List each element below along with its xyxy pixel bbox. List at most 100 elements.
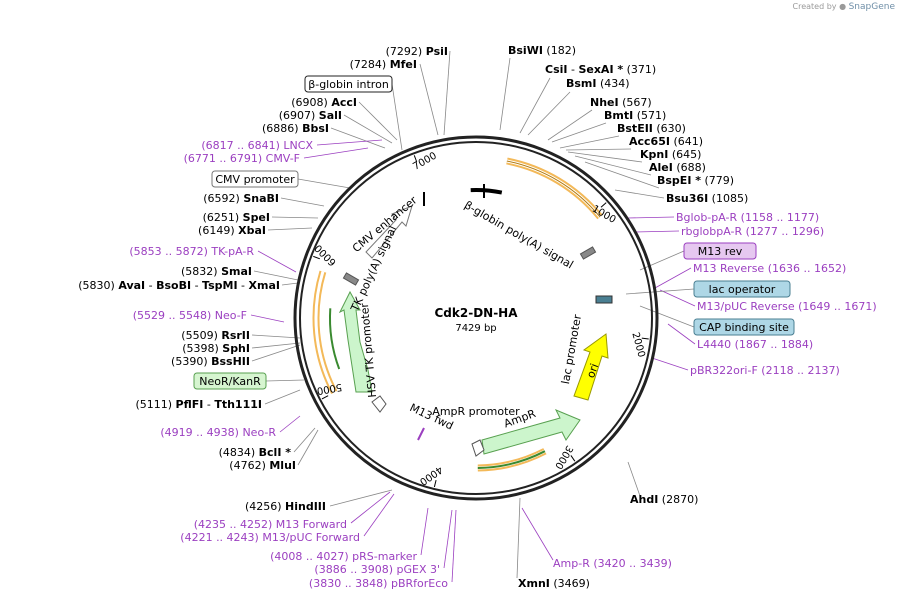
- primer-range: (5853 .. 5872): [129, 245, 208, 258]
- leader-line: [639, 250, 685, 271]
- leader-line: [251, 334, 301, 339]
- feature-label-box: [693, 318, 795, 336]
- enzyme-name: BsmI: [566, 77, 597, 90]
- primer-range: (1158 .. 1177): [741, 211, 820, 224]
- leader-line: [281, 282, 299, 286]
- primer-name: L4440: [697, 338, 731, 351]
- enzyme-label: BsiWI (182): [508, 44, 576, 57]
- leader-line: [297, 178, 351, 189]
- enzyme-position: (4834): [219, 446, 259, 459]
- plasmid-backbone: [293, 135, 659, 501]
- leader-line: [559, 135, 620, 149]
- leader-line: [251, 342, 301, 349]
- primer-range: (1867 .. 1884): [735, 338, 814, 351]
- enzyme-name: AvaI: [118, 279, 145, 292]
- primer-label: (3830 .. 3848) pBRforEco: [309, 577, 448, 590]
- primer-range: (1636 .. 1652): [768, 262, 847, 275]
- primer-leader-line: [627, 216, 675, 219]
- primer-leader-line: [303, 147, 369, 159]
- leader-line: [519, 77, 551, 134]
- orf-arc-left: [314, 271, 336, 394]
- leader-line: [625, 288, 695, 295]
- primer-range: (4919 .. 4938): [160, 426, 239, 439]
- leader-lines: [250, 50, 696, 583]
- primer-label: (4919 .. 4938) Neo-R: [160, 426, 276, 439]
- enzyme-label: (6251) SpeI: [203, 211, 270, 224]
- enzyme-label: Bsu36I (1085): [666, 192, 748, 205]
- feature-label-box: [304, 75, 393, 93]
- inner-feature-label: ori: [584, 362, 601, 380]
- enzyme-label: BsmI (434): [566, 77, 630, 90]
- leader-line: [639, 305, 695, 328]
- primer-label: (3886 .. 3908) pGEX 3': [314, 563, 440, 576]
- enzyme-label: (5398) SphI: [182, 342, 250, 355]
- enzyme-position: (688): [673, 161, 706, 174]
- enzyme-label: (5111) PflFI - Tth111I: [135, 398, 262, 411]
- feature-label: NeoR/KanR: [199, 375, 261, 388]
- m13-fwd-mark: [417, 427, 425, 441]
- enzyme-position: (5390): [171, 355, 211, 368]
- enzyme-name: MluI: [269, 459, 296, 472]
- inner-feature-label: lac promoter: [559, 313, 584, 385]
- tick-label: 6000: [313, 242, 339, 268]
- primer-leader-line: [420, 507, 429, 556]
- leader-line: [627, 461, 641, 497]
- primer-range: (1277 .. 1296): [746, 225, 825, 238]
- enzyme-label: AleI (688): [649, 161, 706, 174]
- enzyme-position: (434): [597, 77, 630, 90]
- enzyme-position: (630): [653, 122, 686, 135]
- tick-label: 4000: [417, 463, 444, 487]
- tick-mark: [641, 337, 649, 340]
- enzyme-position: (4256): [245, 500, 285, 513]
- enzyme-name: Tth111I: [214, 398, 262, 411]
- leader-line: [267, 227, 313, 231]
- enzyme-position: (371): [623, 63, 656, 76]
- enzyme-name: BssHII: [211, 355, 250, 368]
- feature-label: lac operator: [709, 283, 776, 296]
- leader-line: [280, 197, 325, 207]
- enzyme-position: (7292): [386, 45, 426, 58]
- enzyme-label: (6592) SnaBI: [203, 192, 279, 205]
- primer-leader-line: [659, 289, 696, 307]
- leader-line: [567, 151, 643, 163]
- primer-name: CMV-F: [266, 152, 300, 165]
- leader-line: [271, 216, 319, 219]
- leader-line: [565, 148, 632, 151]
- enzyme-position: (7284): [350, 58, 390, 71]
- enzyme-position: (5398): [182, 342, 222, 355]
- enzyme-name: NheI: [590, 96, 619, 109]
- tick-mark: [433, 480, 437, 488]
- tick-mark: [321, 395, 329, 400]
- primer-leader-line: [667, 323, 696, 345]
- plasmid-size: 7429 bp: [455, 323, 496, 334]
- feature-label: CMV promoter: [215, 173, 295, 186]
- leader-line: [614, 189, 665, 199]
- ampr-feature: [481, 409, 581, 455]
- primer-range: (4221 .. 4243): [180, 531, 259, 544]
- tk-poly-a-box: [342, 272, 360, 286]
- enzyme-position: (6251): [203, 211, 243, 224]
- inner-feature-label: AmpR promoter: [432, 405, 520, 418]
- enzyme-label: (4256) HindIII: [245, 500, 326, 513]
- enzyme-position: (6592): [203, 192, 243, 205]
- leader-line: [391, 83, 403, 151]
- enzyme-position: (5111): [135, 398, 175, 411]
- enzyme-label: XmnI (3469): [518, 577, 590, 590]
- primer-name: M13 Forward: [276, 518, 347, 531]
- neor-feature: [338, 290, 373, 393]
- enzyme-separator: -: [203, 398, 214, 411]
- enzyme-position: (1085): [708, 192, 748, 205]
- enzyme-name: AccI: [331, 96, 357, 109]
- primer-leader-line: [521, 507, 554, 561]
- primer-label: (6771 .. 6791) CMV-F: [184, 152, 300, 165]
- enzyme-name: BbsI: [302, 122, 329, 135]
- leader-line: [329, 489, 393, 507]
- leader-line: [330, 127, 386, 149]
- enzyme-position: (6886): [262, 122, 302, 135]
- enzyme-label: CsiI - SexAI * (371): [545, 63, 656, 76]
- feature-label-box: [683, 242, 757, 260]
- primer-name: Neo-F: [215, 309, 247, 322]
- feature-label: CAP binding site: [699, 321, 789, 334]
- enzyme-position: (779): [701, 174, 734, 187]
- primer-leader-line: [451, 509, 457, 583]
